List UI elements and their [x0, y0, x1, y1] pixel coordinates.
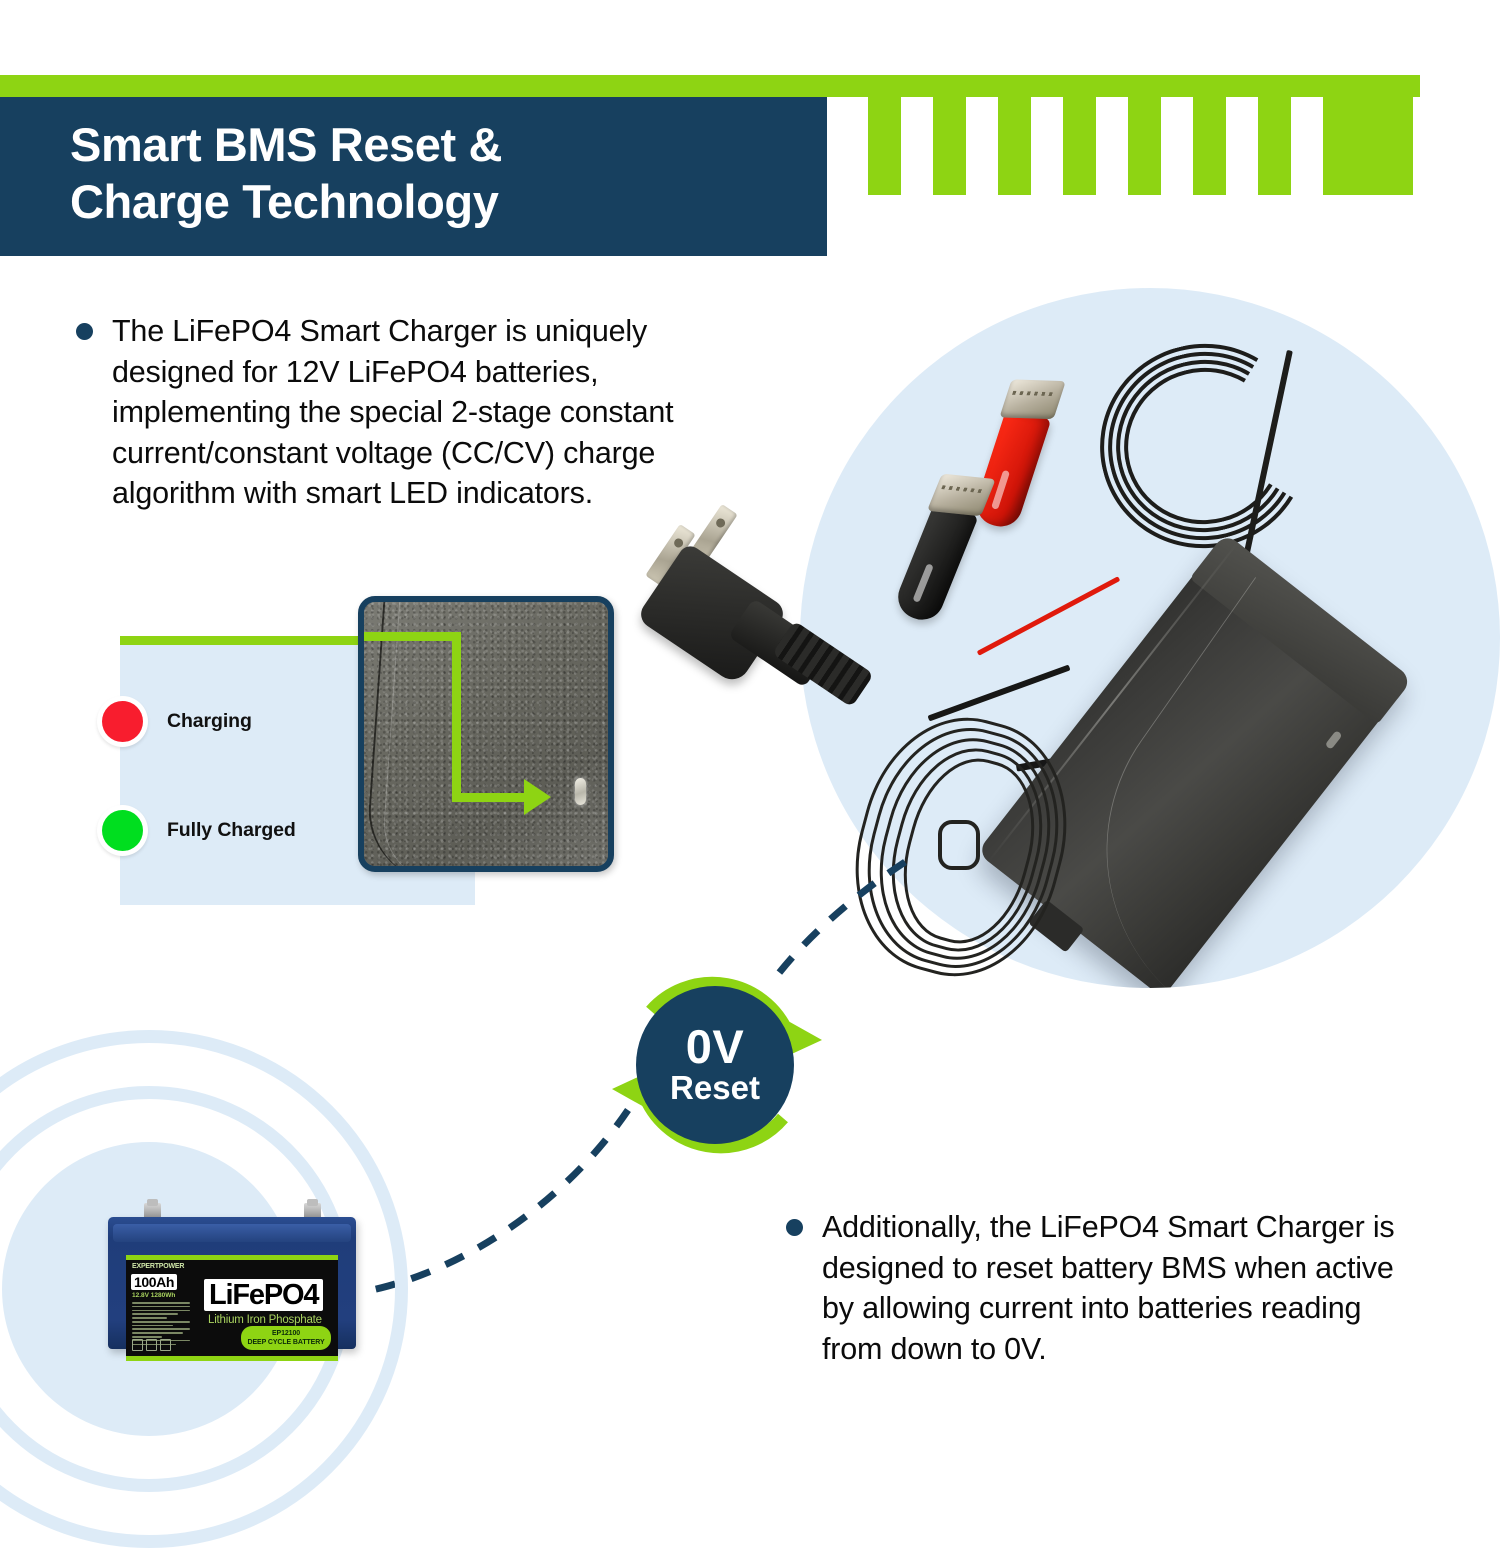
led-legend-green-rule	[120, 636, 440, 645]
positive-alligator-clip	[970, 379, 1066, 533]
cable-tie	[938, 820, 980, 870]
header-navy-panel	[0, 97, 827, 256]
page-title-line2: Charge Technology	[70, 175, 499, 229]
legend-label-charging: Charging	[167, 710, 252, 732]
battery-terminal-negative	[304, 1199, 321, 1219]
battery-terminal-positive	[144, 1199, 161, 1219]
header-stripe-group	[868, 75, 1413, 195]
header-stripe-wide	[1323, 75, 1413, 195]
battery-chemistry-full: Lithium Iron Phosphate	[208, 1314, 322, 1326]
battery-lid	[113, 1224, 351, 1242]
battery-compliance-icons	[132, 1339, 171, 1351]
reset-badge-label: Reset	[670, 1069, 760, 1107]
battery-brand: EXPERTPOWER	[132, 1263, 185, 1270]
bullet-dot-icon	[76, 323, 93, 340]
ac-cable-bundle	[830, 696, 1092, 1002]
bullet-bms-reset-text: Additionally, the LiFePO4 Smart Charger …	[822, 1210, 1395, 1366]
battery-specs-fineprint	[132, 1302, 190, 1347]
page-title-line1: Smart BMS Reset &	[70, 118, 502, 171]
fully-charged-led-dot	[102, 810, 143, 851]
header-stripe	[868, 75, 901, 195]
battery-model: EP12100	[271, 1330, 301, 1337]
callout-arrow-segment	[452, 632, 461, 802]
led-closeup-photo	[358, 596, 614, 872]
charger-output-coil	[1070, 321, 1370, 574]
plug-strain-relief	[772, 620, 874, 708]
bullet-charger-design: The LiFePO4 Smart Charger is uniquely de…	[76, 311, 716, 514]
battery-label: EXPERTPOWER 100Ah 12.8V 1280Wh LiFePO4 L…	[126, 1255, 338, 1361]
lifepo4-battery: EXPERTPOWER 100Ah 12.8V 1280Wh LiFePO4 L…	[108, 1199, 366, 1361]
header-stripe	[933, 75, 966, 195]
battery-type-label: DEEP CYCLE BATTERY	[247, 1338, 325, 1346]
legend-label-fully-charged: Fully Charged	[167, 819, 296, 841]
header-stripe	[1258, 75, 1291, 195]
battery-chemistry: LiFePO4	[204, 1279, 324, 1312]
callout-arrow-segment	[452, 793, 530, 802]
zero-volt-reset-badge: 0V Reset	[540, 968, 860, 1160]
battery-capacity: 100Ah	[131, 1274, 178, 1290]
callout-arrow-head-icon	[524, 779, 551, 815]
infographic-canvas: Smart BMS Reset & Charge Technology The …	[0, 0, 1500, 1500]
bullet-charger-design-text: The LiFePO4 Smart Charger is uniquely de…	[112, 314, 674, 511]
clip-jaw-icon	[999, 379, 1066, 420]
header-stripe	[998, 75, 1031, 195]
charger-surface-texture	[364, 602, 608, 866]
charging-led-icon	[97, 696, 148, 747]
legend-item-fully-charged: Fully Charged	[97, 805, 296, 856]
battery-model-badge: EP12100 DEEP CYCLE BATTERY	[241, 1326, 331, 1350]
positive-wire	[976, 576, 1121, 656]
header-stripe	[1128, 75, 1161, 195]
clip-highlight	[991, 469, 1011, 510]
page-title: Smart BMS Reset & Charge Technology	[70, 116, 810, 231]
reset-badge-circle: 0V Reset	[636, 986, 794, 1144]
battery-case: EXPERTPOWER 100Ah 12.8V 1280Wh LiFePO4 L…	[108, 1217, 356, 1361]
bullet-bms-reset: Additionally, the LiFePO4 Smart Charger …	[786, 1207, 1426, 1369]
header-stripe	[1193, 75, 1226, 195]
bullet-dot-icon	[786, 1219, 803, 1236]
battery-voltage-energy: 12.8V 1280Wh	[132, 1292, 176, 1299]
legend-item-charging: Charging	[97, 696, 252, 747]
callout-arrow-segment	[364, 632, 461, 641]
led-indicator-icon	[575, 778, 586, 805]
fully-charged-led-icon	[97, 805, 148, 856]
header-stripe	[1063, 75, 1096, 195]
reset-badge-value: 0V	[685, 1020, 745, 1074]
charging-led-dot	[102, 701, 143, 742]
clip-body	[970, 405, 1052, 533]
